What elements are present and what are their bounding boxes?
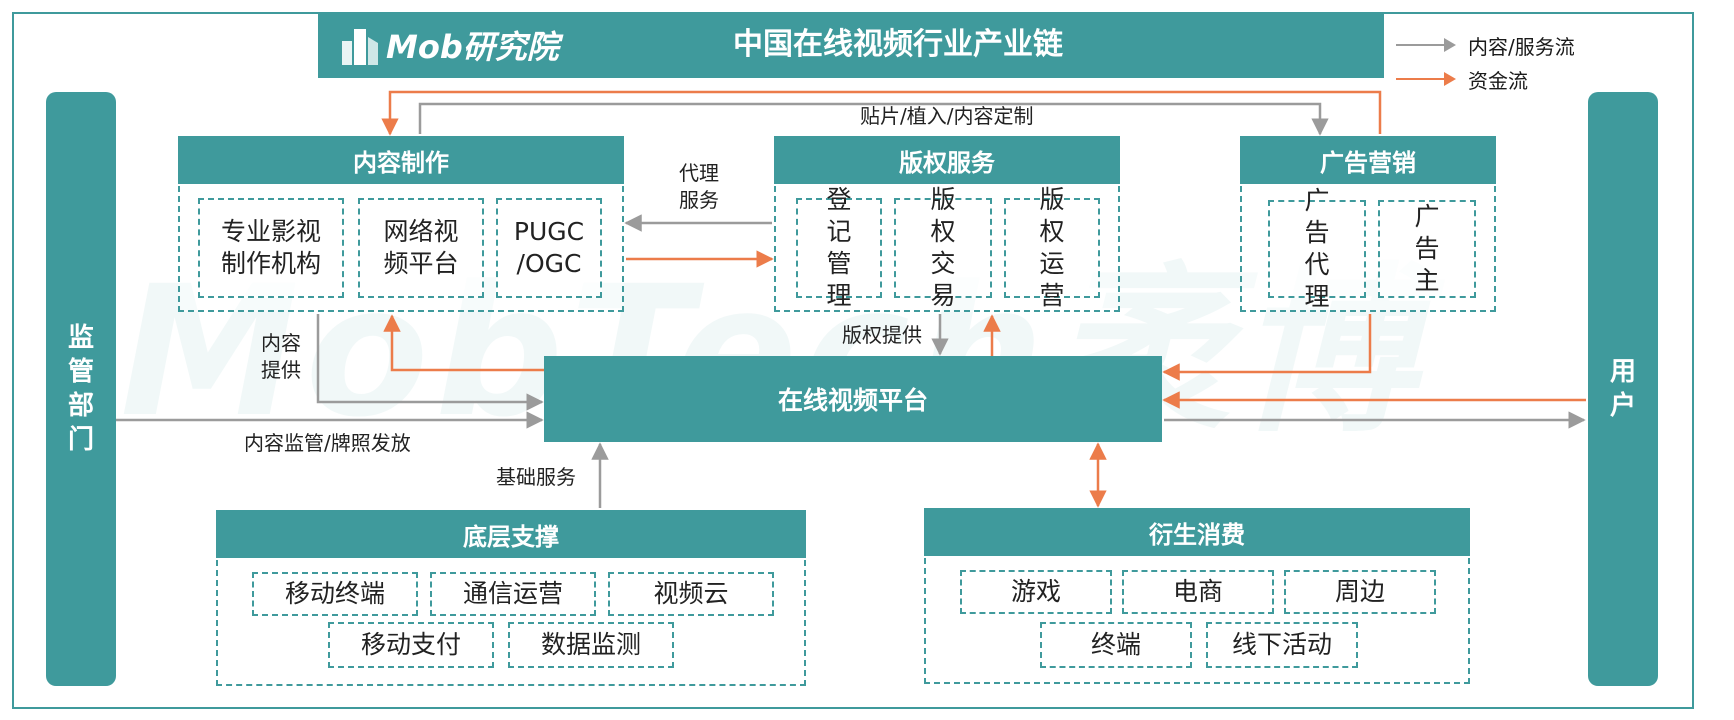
content-item-online-platform: 网络视频平台 — [358, 198, 484, 298]
infra-item-data-monitoring: 数据监测 — [508, 622, 674, 668]
infra-item-telecom: 通信运营 — [430, 572, 596, 616]
label-regulation: 内容监管/牌照发放 — [244, 431, 411, 455]
page-title: 中国在线视频行业产业链 — [733, 27, 1063, 62]
online-video-platform: 在线视频平台 — [544, 356, 1162, 442]
derivative-title: 衍生消费 — [924, 508, 1470, 556]
building-icon — [342, 29, 378, 65]
mob-logo: Mob研究院 — [340, 20, 559, 70]
label-top-flow: 贴片/植入/内容定制 — [860, 104, 1034, 128]
ad-to-platform-money-flow — [1162, 314, 1372, 381]
ad-marketing-title: 广告营销 — [1240, 136, 1496, 184]
legend-content-flow: 内容/服务流 — [1396, 28, 1575, 62]
derivative-item-terminal: 终端 — [1040, 622, 1192, 668]
ad-to-content-money-flow — [381, 90, 1382, 136]
label-copyright-provide: 版权提供 — [842, 323, 922, 347]
legend-money-label: 资金流 — [1468, 68, 1528, 93]
derivative-item-offline-events: 线下活动 — [1206, 622, 1358, 668]
infra-item-mobile-terminal: 移动终端 — [252, 572, 418, 616]
logo-text: Mob研究院 — [386, 28, 559, 66]
gray-arrow-icon — [1396, 38, 1456, 52]
ad-item-agency: 广告代理 — [1268, 186, 1366, 311]
content-to-ad-gray-flow — [418, 102, 1329, 136]
copyright-item-trading: 版权交易 — [894, 185, 992, 310]
title-banner: Mob研究院 中国在线视频行业产业链 — [318, 12, 1384, 78]
legend-money-flow: 资金流 — [1396, 62, 1575, 96]
infrastructure-title: 底层支撑 — [216, 510, 806, 558]
derivative-item-merch: 周边 — [1284, 570, 1436, 614]
content-provide-gray-flow — [316, 314, 544, 411]
infra-item-mobile-payment: 移动支付 — [328, 622, 494, 668]
user-bar: 用户 — [1588, 92, 1658, 686]
legend-content-label: 内容/服务流 — [1468, 34, 1575, 59]
derivative-item-ecommerce: 电商 — [1122, 570, 1274, 614]
label-agency: 代理服务 — [679, 161, 719, 212]
copyright-item-operation: 版权运营 — [1004, 185, 1100, 310]
label-basic-service: 基础服务 — [496, 465, 576, 489]
label-content-provide: 内容提供 — [261, 331, 301, 382]
ad-item-advertiser: 广告主 — [1378, 200, 1476, 298]
orange-arrow-icon — [1396, 72, 1456, 86]
content-item-pugc: PUGC /OGC — [496, 198, 602, 298]
platform-to-content-money-flow — [383, 314, 544, 372]
infra-item-video-cloud: 视频云 — [608, 572, 774, 616]
copyright-item-registration: 登记管理 — [796, 185, 882, 310]
copyright-services-title: 版权服务 — [774, 136, 1120, 184]
legend: 内容/服务流 资金流 — [1396, 28, 1575, 96]
user-label: 用户 — [1609, 357, 1636, 421]
regulator-label: 监管部门 — [67, 323, 94, 455]
regulator-bar: 监管部门 — [46, 92, 116, 686]
content-item-studio: 专业影视制作机构 — [198, 198, 344, 298]
content-production-title: 内容制作 — [178, 136, 624, 184]
derivative-item-games: 游戏 — [960, 570, 1112, 614]
